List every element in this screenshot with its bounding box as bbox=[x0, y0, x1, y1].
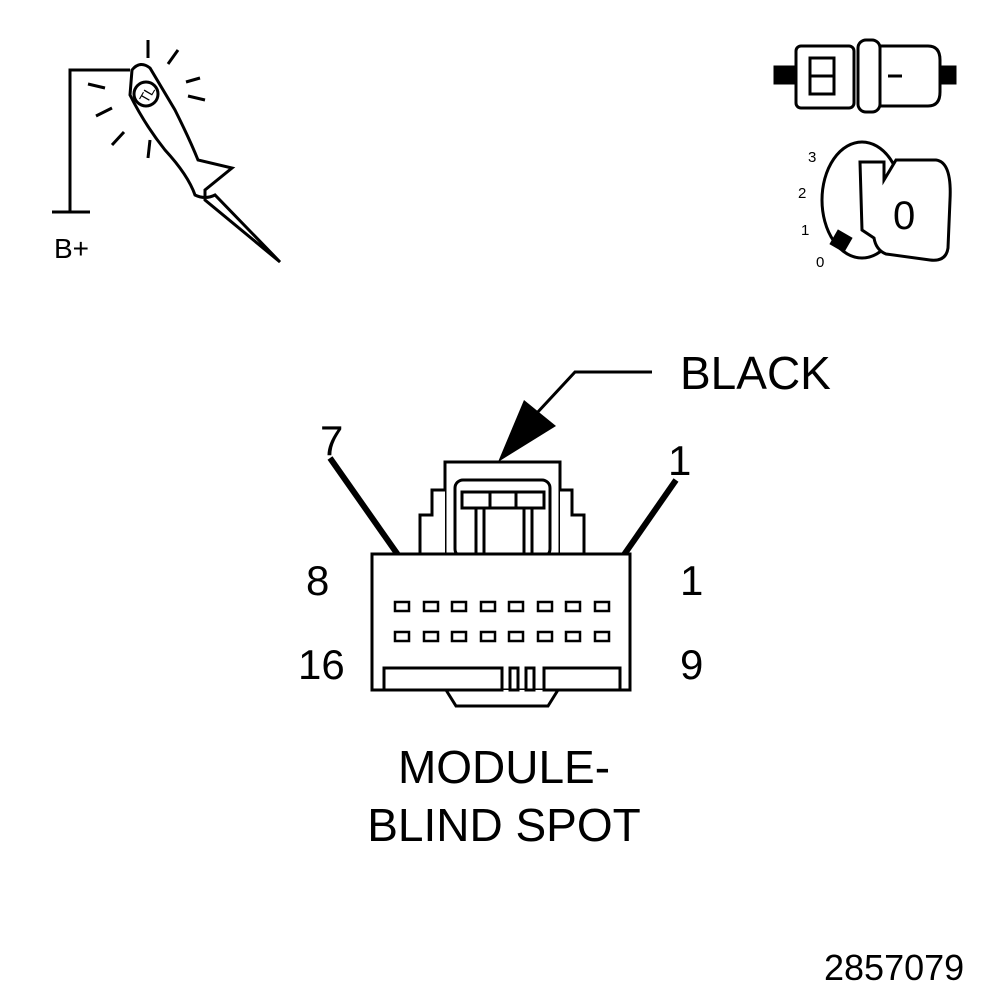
ignition-position-3: 3 bbox=[808, 149, 817, 166]
ignition-position-0: 0 bbox=[816, 254, 825, 271]
callout-pin-7: 7 bbox=[320, 417, 344, 464]
disconnected-connector-icon bbox=[773, 38, 957, 114]
ignition-key-label: 0 bbox=[893, 194, 916, 238]
ignition-key-icon bbox=[820, 140, 952, 262]
row1-left-pin-number: 8 bbox=[306, 557, 330, 604]
test-light-icon: TL bbox=[52, 40, 282, 264]
connector-color-label: BLACK bbox=[680, 347, 831, 399]
row2-left-pin-number: 16 bbox=[298, 641, 345, 688]
connector-name-line-2: BLIND SPOT bbox=[367, 799, 641, 851]
cavity-row-1 bbox=[393, 600, 611, 613]
row1-right-pin-number: 1 bbox=[680, 557, 704, 604]
connector-name-line-1: MODULE- bbox=[397, 741, 611, 793]
ignition-position-1: 1 bbox=[801, 222, 810, 239]
connector-face bbox=[370, 460, 632, 708]
callout-pin-1: 1 bbox=[668, 437, 692, 484]
row2-right-pin-number: 9 bbox=[680, 641, 704, 688]
ignition-position-2: 2 bbox=[798, 185, 807, 202]
figure-id: 2857079 bbox=[824, 947, 965, 988]
supply-label: B+ bbox=[54, 233, 90, 264]
cavity-row-2 bbox=[393, 630, 611, 643]
color-callout-arrow bbox=[498, 370, 652, 462]
svg-text:TL: TL bbox=[136, 83, 158, 105]
